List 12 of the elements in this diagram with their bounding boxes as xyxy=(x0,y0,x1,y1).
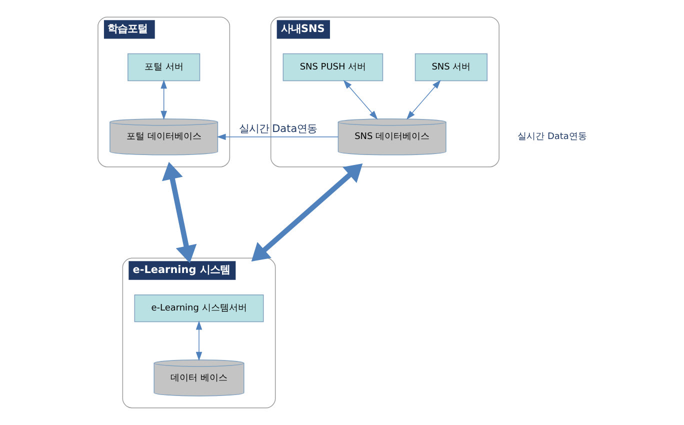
arrow xyxy=(406,80,440,120)
node-box: 포털 서버 xyxy=(127,53,200,82)
arrow xyxy=(161,162,196,264)
node-box: e-Learning 시스템서버 xyxy=(134,294,264,322)
arrow xyxy=(250,164,362,262)
node-box: SNS 서버 xyxy=(414,53,487,82)
arrow xyxy=(342,80,378,120)
node-box: SNS PUSH 서버 xyxy=(282,53,383,82)
arrow xyxy=(216,134,338,140)
arrow xyxy=(160,80,166,120)
label: 실시간 Data연동 xyxy=(517,132,586,142)
arrow xyxy=(195,320,202,361)
